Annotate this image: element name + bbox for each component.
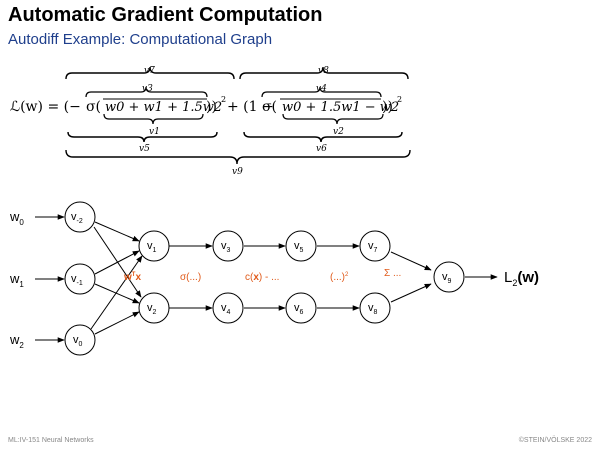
- node-v6: [285, 292, 317, 324]
- page-subtitle: Autodiff Example: Computational Graph: [8, 31, 273, 48]
- op-subtract: c(x) - ...: [245, 272, 279, 283]
- node-vm1: [64, 263, 96, 295]
- node-v8: [359, 292, 391, 324]
- edge-v7-v9: [390, 251, 432, 271]
- brace-v6: [243, 131, 403, 143]
- footer-right: ©STEIN/VÖLSKE 2022: [518, 437, 592, 444]
- label-v9: v9: [232, 167, 243, 177]
- label-v6: v6: [316, 144, 327, 154]
- node-v1: [138, 230, 170, 262]
- node-label-v3: v3: [221, 240, 231, 254]
- formula-sigma-a: σ(: [86, 99, 101, 115]
- edge-vm1-v2: [94, 283, 140, 304]
- computational-graph: [35, 201, 498, 356]
- op-sum: Σ ...: [384, 268, 401, 279]
- formula-mid: + (1 −: [227, 99, 274, 115]
- edge-v8-v9: [390, 283, 432, 303]
- label-v8: v8: [318, 66, 329, 76]
- node-v7: [359, 230, 391, 262]
- brace-v5: [67, 131, 218, 143]
- loss-formula: v7 v3 v1 v5 v8 v4 v2 v6 v9 ℒ(w) = (− σ( …: [10, 66, 411, 177]
- formula-sq-a: 2: [221, 95, 226, 104]
- output-label: L2(w): [504, 269, 539, 288]
- formula-arg-a: w0 + w1 + 1.5w2: [105, 100, 222, 115]
- label-v1: v1: [149, 127, 160, 137]
- input-w1: w1: [9, 271, 24, 289]
- node-label-v9: v9: [442, 271, 452, 285]
- edge-v0-v2: [94, 311, 140, 335]
- op-sigmoid: σ(...): [180, 272, 201, 283]
- label-v3: v3: [142, 84, 153, 94]
- node-v4: [212, 292, 244, 324]
- edge-vm2-v1: [94, 221, 140, 242]
- formula-lhs: ℒ(w) = (−: [10, 99, 81, 115]
- node-v0: [64, 324, 96, 356]
- node-v2: [138, 292, 170, 324]
- node-label-v4: v4: [221, 302, 231, 316]
- formula-sigma-b: σ(: [262, 99, 277, 115]
- op-square: (...)2: [330, 272, 349, 283]
- node-label-v7: v7: [368, 240, 378, 254]
- edge-vm1-v1: [94, 250, 140, 275]
- brace-v1: [103, 113, 204, 125]
- label-v2: v2: [333, 127, 344, 137]
- brace-v7: [65, 66, 235, 80]
- page-title: Automatic Gradient Computation: [8, 4, 323, 26]
- node-label-vm2: v-2: [71, 211, 83, 225]
- node-v5: [285, 230, 317, 262]
- brace-v4: [261, 86, 382, 98]
- input-w2: w2: [9, 332, 24, 350]
- node-label-v1: v1: [147, 240, 157, 254]
- op-linear: wTx: [123, 272, 141, 283]
- formula-close-b: )): [382, 99, 393, 115]
- footer-left: ML:IV-151 Neural Networks: [8, 437, 94, 444]
- node-label-v6: v6: [294, 302, 304, 316]
- label-v5: v5: [139, 144, 150, 154]
- node-label-v8: v8: [368, 302, 378, 316]
- node-v9: [433, 261, 465, 293]
- node-label-v2: v2: [147, 302, 157, 316]
- formula-arg-b: w0 + 1.5w1 − w2: [282, 100, 399, 115]
- label-v4: v4: [316, 84, 327, 94]
- node-vm2: [64, 201, 96, 233]
- label-v7: v7: [144, 66, 155, 76]
- brace-v2: [282, 113, 384, 125]
- formula-close-a: )): [206, 99, 217, 115]
- node-label-vm1: v-1: [71, 273, 83, 287]
- node-label-v0: v0: [73, 334, 83, 348]
- edge-v0-v1: [90, 255, 143, 330]
- input-w0: w0: [9, 209, 24, 227]
- formula-sq-b: 2: [397, 95, 402, 104]
- node-v3: [212, 230, 244, 262]
- brace-v9: [65, 149, 411, 165]
- brace-v8: [239, 66, 409, 80]
- node-label-v5: v5: [294, 240, 304, 254]
- brace-v3: [85, 86, 208, 98]
